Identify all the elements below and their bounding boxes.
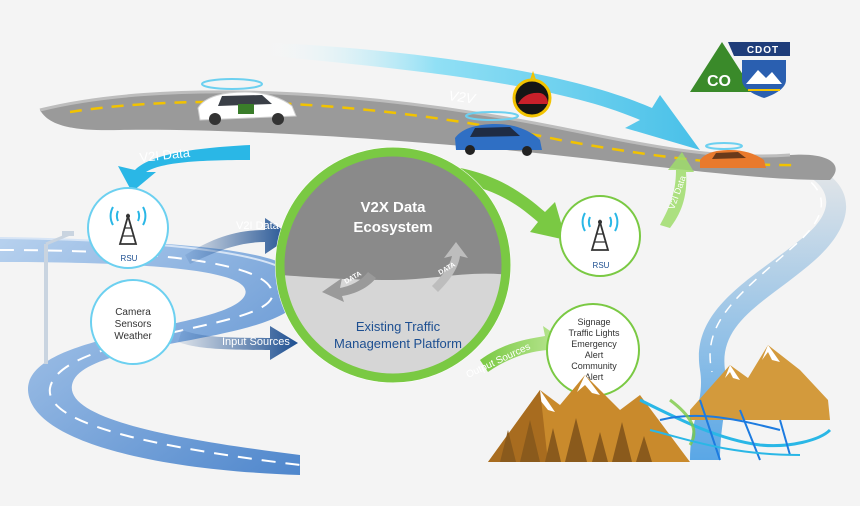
platform-line1: Existing Traffic	[356, 319, 441, 334]
v2v-label: V2V	[448, 87, 478, 107]
output-line-5: Community	[571, 361, 617, 371]
v2i-input-arrow: V2I Data	[185, 218, 292, 264]
input-sources-arrow: Input Sources	[178, 326, 298, 360]
outputs-circle: Signage Traffic Lights Emergency Alert C…	[546, 303, 640, 397]
v2i-left-label: V2I Data	[139, 145, 192, 165]
logo-acronym: CDOT	[747, 45, 779, 56]
radio-tower-icon	[581, 212, 619, 251]
output-line-4: Alert	[585, 350, 604, 360]
input-sources-label: Input Sources	[222, 336, 290, 348]
v2v-arrow: V2V	[260, 42, 700, 150]
car-red-badge	[512, 70, 552, 118]
v2i-left-arrow: V2I Data	[118, 145, 250, 192]
platform-line2: Management Platform	[334, 336, 462, 351]
v2i-input-label: V2I Data	[236, 220, 280, 232]
input-sources-circle: Camera Sensors Weather	[90, 279, 176, 365]
rsu-left-label: RSU	[121, 254, 138, 263]
output-line-1: Signage	[577, 317, 610, 327]
ecosystem-title-line1: V2X Data	[360, 199, 426, 216]
source-line-1: Camera	[115, 307, 151, 318]
mountains-right	[690, 345, 830, 420]
trees-center	[500, 418, 652, 462]
ecosystem-title-line2: Ecosystem	[353, 219, 432, 236]
street-light	[44, 231, 74, 364]
rsu-left: RSU	[87, 187, 169, 269]
output-line-6: Alert	[585, 372, 604, 382]
rsu-right: RSU	[559, 195, 641, 277]
radio-tower-icon	[109, 206, 147, 245]
car-white-cdot	[197, 78, 297, 125]
output-line-2: Traffic Lights	[568, 328, 620, 338]
cdot-logo: CO CDOT	[690, 42, 790, 98]
v2x-ecosystem-circle: V2X Data Ecosystem Existing Traffic Mana…	[275, 147, 511, 383]
mountain-badge-icon	[742, 60, 786, 98]
rsu-right-label: RSU	[593, 261, 610, 270]
city-grid	[639, 398, 832, 461]
logo-state: CO	[707, 73, 731, 90]
car-orange	[700, 142, 766, 168]
source-line-2: Sensors	[115, 319, 152, 330]
source-line-3: Weather	[114, 331, 152, 342]
mountains-center	[488, 375, 690, 462]
car-blue	[455, 111, 542, 156]
output-line-3: Emergency	[571, 339, 617, 349]
